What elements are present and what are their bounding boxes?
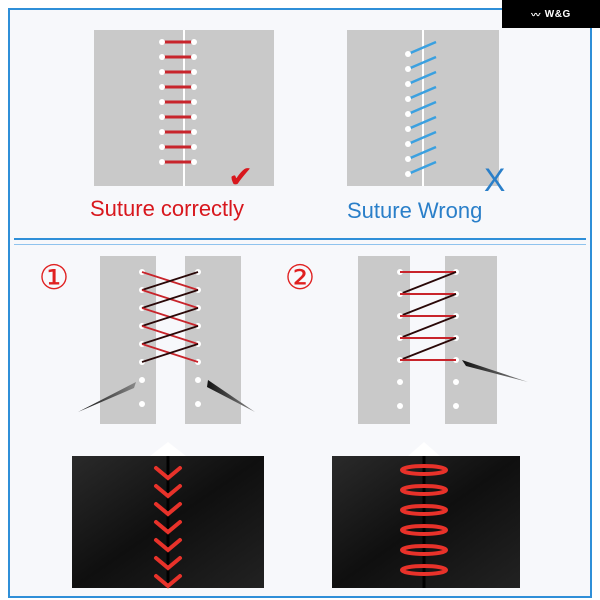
step2-thread-dark bbox=[399, 337, 457, 361]
outer-frame bbox=[8, 8, 592, 598]
step2-hole-left-bottom bbox=[397, 379, 403, 385]
cross-mark-icon: X bbox=[484, 162, 506, 198]
step2-stitches bbox=[397, 269, 459, 409]
step1-hole-left bbox=[139, 377, 145, 383]
correct-hole-right bbox=[191, 114, 197, 120]
step1-needle-left bbox=[78, 382, 136, 412]
step1-hole-left-bottom bbox=[139, 401, 145, 407]
section-divider bbox=[14, 238, 586, 240]
leather-photo-2 bbox=[332, 442, 520, 588]
wrong-stitch bbox=[407, 100, 437, 116]
correct-caption: Suture correctly bbox=[90, 196, 245, 221]
step1-stitches bbox=[139, 269, 201, 407]
correct-hole-left bbox=[159, 84, 165, 90]
step2-hole-right-bottom bbox=[453, 379, 459, 385]
leather-2-notch bbox=[408, 442, 440, 456]
wrong-stitch bbox=[407, 160, 437, 176]
leather-2-stitch bbox=[400, 484, 448, 496]
brand-mark-icon: 〰 bbox=[531, 9, 541, 20]
correct-hole-right bbox=[191, 84, 197, 90]
correct-stitches bbox=[159, 39, 197, 165]
wrong-stitch bbox=[407, 85, 437, 101]
brand-logo-text: W&G bbox=[544, 8, 571, 20]
correct-hole-right bbox=[191, 54, 197, 60]
leather-2-stitch bbox=[400, 524, 448, 536]
wrong-hole-left bbox=[405, 156, 411, 162]
wrong-suture-diagram bbox=[347, 30, 499, 186]
wrong-stitch bbox=[407, 40, 437, 56]
step2-hole-left-bottom bbox=[397, 403, 403, 409]
wrong-hole-left bbox=[405, 111, 411, 117]
wrong-hole-left bbox=[405, 141, 411, 147]
step1-hole-right bbox=[195, 377, 201, 383]
correct-hole-left bbox=[159, 129, 165, 135]
correct-hole-left bbox=[159, 144, 165, 150]
leather-2-stitch bbox=[400, 544, 448, 556]
wrong-hole-left bbox=[405, 126, 411, 132]
wrong-stitch bbox=[407, 70, 437, 86]
leather-1-stitch bbox=[154, 466, 182, 481]
wrong-stitch bbox=[407, 145, 437, 161]
step1-thread-dark bbox=[141, 289, 199, 309]
wrong-stitch bbox=[407, 115, 437, 131]
step1-strip-right bbox=[185, 256, 241, 424]
step2-thread-dark bbox=[399, 315, 457, 339]
correct-hole-left bbox=[159, 159, 165, 165]
step1-thread-dark bbox=[141, 271, 199, 291]
wrong-hole-left bbox=[405, 96, 411, 102]
wrong-stitch bbox=[407, 130, 437, 146]
correct-hole-right bbox=[191, 39, 197, 45]
wrong-stitches bbox=[405, 40, 437, 177]
leather-1-stitch bbox=[154, 556, 182, 571]
wrong-hole-left bbox=[405, 66, 411, 72]
step2-hole-right-bottom bbox=[453, 403, 459, 409]
leather-1-notch bbox=[150, 442, 186, 456]
wrong-stitch bbox=[407, 55, 437, 71]
leather-2-stitch bbox=[400, 464, 448, 476]
wrong-hole-left bbox=[405, 51, 411, 57]
correct-hole-right bbox=[191, 129, 197, 135]
step1-needle-right bbox=[207, 380, 255, 412]
leather-2-stitch bbox=[400, 564, 448, 576]
step2-thread-dark bbox=[399, 271, 457, 295]
step2-diagram bbox=[358, 256, 528, 424]
step1-diagram bbox=[78, 256, 255, 424]
leather-1-stitches bbox=[154, 466, 182, 589]
step-1-number: ① bbox=[38, 259, 70, 297]
step2-strip-right bbox=[445, 256, 497, 424]
leather-1-stitch bbox=[154, 520, 182, 535]
correct-hole-left bbox=[159, 69, 165, 75]
step1-hole-right-bottom bbox=[195, 401, 201, 407]
correct-hole-left bbox=[159, 99, 165, 105]
correct-hole-right bbox=[191, 159, 197, 165]
step1-thread-dark bbox=[141, 307, 199, 327]
leather-1-stitch bbox=[154, 502, 182, 517]
wrong-hole-left bbox=[405, 171, 411, 177]
brand-logo: 〰 W&G bbox=[502, 0, 600, 28]
wrong-caption: Suture Wrong bbox=[347, 198, 483, 223]
leather-2-stitch bbox=[400, 504, 448, 516]
correct-hole-left bbox=[159, 54, 165, 60]
correct-hole-right bbox=[191, 99, 197, 105]
step2-thread-dark bbox=[399, 293, 457, 317]
check-mark-icon: ✔ bbox=[228, 161, 254, 194]
correct-hole-left bbox=[159, 39, 165, 45]
leather-2-stitches bbox=[400, 464, 448, 576]
correct-hole-right bbox=[191, 69, 197, 75]
step1-thread-dark bbox=[141, 325, 199, 345]
section-divider-inner bbox=[14, 244, 586, 245]
step-2-number: ② bbox=[284, 259, 316, 297]
correct-hole-left bbox=[159, 114, 165, 120]
leather-photo-1 bbox=[72, 442, 264, 589]
leather-1-stitch bbox=[154, 538, 182, 553]
step1-thread-dark bbox=[141, 343, 199, 363]
leather-1-stitch bbox=[154, 574, 182, 589]
correct-suture-diagram bbox=[94, 30, 274, 186]
wrong-hole-left bbox=[405, 81, 411, 87]
leather-1-stitch bbox=[154, 484, 182, 499]
step2-needle bbox=[462, 360, 528, 382]
correct-hole-right bbox=[191, 144, 197, 150]
